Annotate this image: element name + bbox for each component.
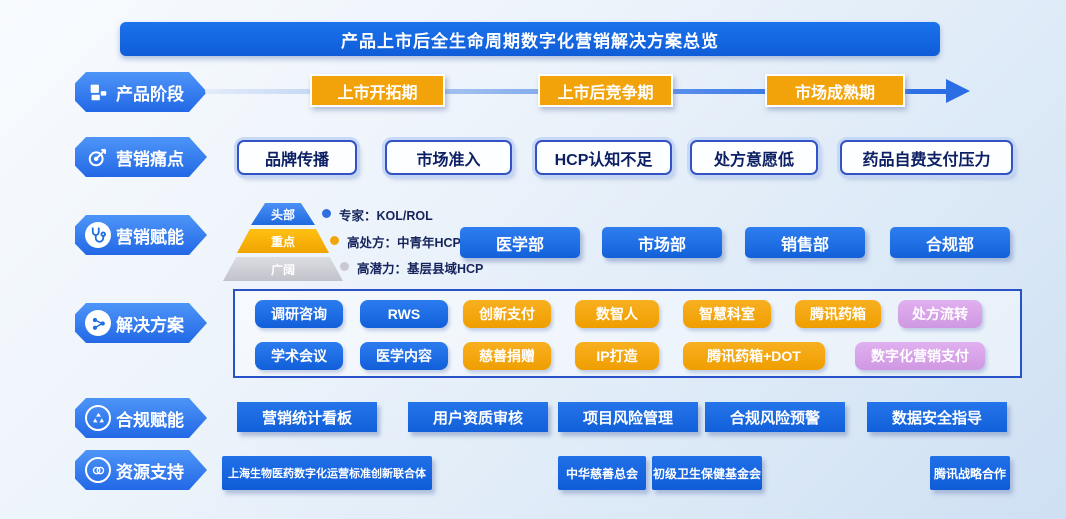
audience-label: 高潜力：基层县域HCP — [357, 262, 484, 276]
solution-chip: 腾讯药箱 — [795, 300, 881, 328]
row-label-text: 合规赋能 — [116, 410, 184, 430]
product-boxes-icon — [85, 79, 111, 105]
audience-label: 高处方：中青年HCP — [347, 236, 461, 250]
compliance-box: 数据安全指导 — [867, 402, 1007, 432]
row-label-pain-points: 营销痛点 — [75, 137, 207, 177]
solution-chip: RWS — [360, 300, 448, 328]
recycle-icon — [85, 405, 111, 431]
pain-point-box: HCP认知不足 — [535, 140, 672, 175]
page-title: 产品上市后全生命周期数字化营销解决方案总览 — [120, 22, 940, 56]
pain-point-box: 市场准入 — [385, 140, 512, 175]
stethoscope-icon — [85, 222, 111, 248]
solution-chip: 创新支付 — [463, 300, 551, 328]
row-label-text: 产品阶段 — [116, 84, 184, 104]
row-label-text: 资源支持 — [116, 462, 184, 482]
solution-chip: 学术会议 — [255, 342, 343, 370]
compliance-box: 合规风险预警 — [705, 402, 845, 432]
solution-chip: IP打造 — [575, 342, 659, 370]
audience-dot-blue — [322, 209, 331, 218]
target-dart-icon — [85, 144, 111, 170]
pyramid-tier-middle: 重点 — [237, 229, 329, 253]
pain-point-box: 品牌传播 — [237, 140, 357, 175]
stage-box: 上市开拓期 — [310, 74, 445, 107]
department-box: 医学部 — [460, 227, 580, 258]
solution-chip: 智慧科室 — [683, 300, 771, 328]
row-label-compliance-enablement: 合规赋能 — [75, 398, 207, 438]
stage-box: 上市后竞争期 — [538, 74, 673, 107]
pain-point-box: 处方意愿低 — [690, 140, 818, 175]
row-label-text: 解决方案 — [116, 315, 184, 335]
stage-box: 市场成熟期 — [765, 74, 905, 107]
audience-dot-orange — [330, 236, 339, 245]
solution-chip: 调研咨询 — [255, 300, 343, 328]
compliance-box: 营销统计看板 — [237, 402, 377, 432]
solution-chip: 数字化营销支付 — [855, 342, 985, 370]
share-network-icon — [85, 310, 111, 336]
row-label-marketing-enablement: 营销赋能 — [75, 215, 207, 255]
row-label-solutions: 解决方案 — [75, 303, 207, 343]
resource-box: 中华慈善总会 — [558, 456, 646, 490]
compliance-box: 项目风险管理 — [558, 402, 698, 432]
compliance-box: 用户资质审核 — [408, 402, 548, 432]
pain-point-box: 药品自费支付压力 — [840, 140, 1013, 175]
timeline-arrow-head — [946, 79, 970, 103]
resource-box: 上海生物医药数字化运营标准创新联合体 — [222, 456, 432, 490]
audience-label: 专家：KOL/ROL — [339, 209, 433, 223]
audience-dot-gray — [340, 262, 349, 271]
department-box: 销售部 — [745, 227, 865, 258]
row-label-resource-support: 资源支持 — [75, 450, 207, 490]
resource-box: 初级卫生保健基金会 — [652, 456, 762, 490]
solution-chip: 医学内容 — [360, 342, 448, 370]
pyramid-tier-top: 头部 — [251, 203, 315, 225]
row-label-text: 营销痛点 — [116, 149, 184, 169]
department-box: 合规部 — [890, 227, 1010, 258]
solution-chip: 处方流转 — [898, 300, 982, 328]
linked-rings-icon — [85, 457, 111, 483]
resource-box: 腾讯战略合作 — [930, 456, 1010, 490]
pyramid-tier-bottom: 广阔 — [223, 257, 343, 281]
department-box: 市场部 — [602, 227, 722, 258]
solution-chip: 数智人 — [575, 300, 659, 328]
solution-chip: 慈善捐赠 — [463, 342, 551, 370]
solution-chip: 腾讯药箱+DOT — [683, 342, 825, 370]
row-label-text: 营销赋能 — [116, 227, 184, 247]
row-label-product-stages: 产品阶段 — [75, 72, 207, 112]
